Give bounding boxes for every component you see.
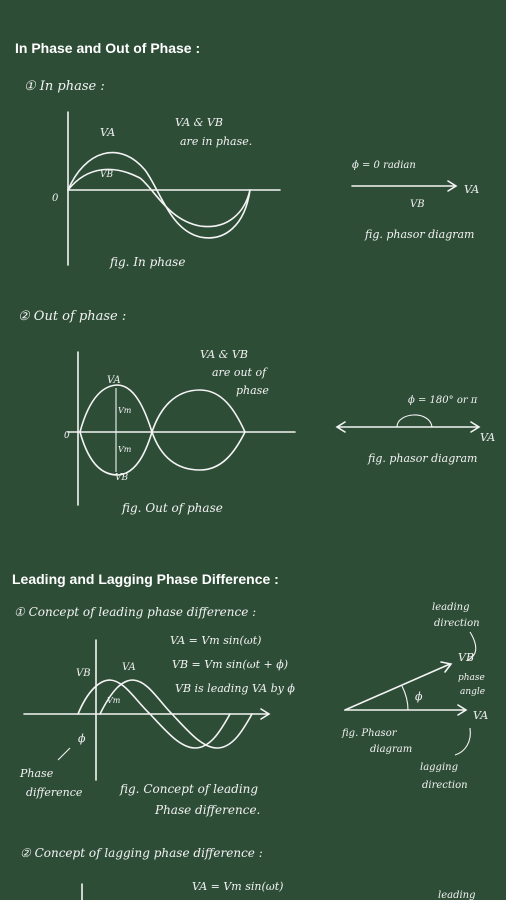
out-phase-wave-va [79,384,246,471]
out-phase-note-3: phase [236,384,269,397]
leading-phi-label: ϕ [78,732,86,745]
leading-eq-1: VA = Vm sin(ωt) [170,634,261,647]
in-phase-origin: 0 [52,193,59,204]
leading-phi-pointer [57,747,71,761]
leading-dir-2: direction [434,618,480,629]
out-phase-vm-bot: Vm [118,445,132,454]
out-phase-phasor-arrows [335,414,481,433]
leading-label: ① Concept of leading phase difference : [14,605,256,619]
out-phase-vec-a: VA [480,431,495,444]
out-phase-va-label: VA [107,375,121,386]
leading-eq-3: VB is leading VA by ϕ [175,682,295,695]
leading-phasor-cap-2: diagram [370,744,412,755]
out-phase-axes [67,351,296,506]
leading-vec-a: VA [473,709,488,722]
in-phase-vec-a: VA [464,183,479,196]
leading-phase-angle-2: angle [460,687,485,697]
leading-eq-2: VB = Vm sin(ωt + ϕ) [172,658,288,671]
in-phase-va-label: VA [100,126,115,139]
leading-caption-2: Phase difference. [154,803,260,817]
out-phase-caption: fig. Out of phase [121,501,223,515]
leading-axes [23,639,271,781]
out-phase-phi-label: ϕ = 180° or π [408,395,478,406]
in-phase-wave-va [67,151,251,239]
leading-dir-arrow [467,631,477,661]
leading-vb-label: VB [76,668,91,679]
in-phase-note-1: VA & VB [175,116,223,129]
in-phase-vb-label: VB [100,170,113,180]
heading-in-out-phase: In Phase and Out of Phase : [15,40,201,56]
lagging-dir-arrow [454,727,471,756]
leading-phase-diff-2: difference [26,786,83,799]
lagging-eq-1: VA = Vm sin(ωt) [192,880,283,893]
out-phase-phasor-caption: fig. phasor diagram [367,452,477,465]
leading-va-label: VA [122,662,136,673]
in-phase-note-2: are in phase. [180,135,252,148]
out-phase-wave-vb [79,389,246,476]
in-phase-caption: fig. In phase [109,255,185,269]
lagging-dir-2: direction [422,780,468,791]
in-phase-phi-label: ϕ = 0 radian [352,160,416,171]
out-phase-vb-label: VB [115,473,128,483]
leading-caption-1: fig. Concept of leading [119,782,258,796]
out-phase-vm-top: Vm [118,406,132,415]
leading-vec-b: VB [458,651,474,664]
in-phase-phasor-caption: fig. phasor diagram [364,228,474,241]
leading-phase-diff-1: Phase [19,767,54,780]
out-phase-origin: 0 [64,431,70,441]
leading-phasor [344,661,468,716]
in-phase-label: ① In phase : [24,79,105,94]
in-phase-phasor-arrow [351,180,458,192]
leading-phasor-cap-1: fig. Phasor [341,728,398,739]
lagging-leading-cut: leading [438,890,476,900]
leading-phase-angle-1: phase [458,673,485,683]
leading-dir-1: leading [432,602,470,613]
out-phase-note-2: are out of [212,366,268,379]
leading-wave-va [99,679,253,749]
heading-leading-lagging: Leading and Lagging Phase Difference : [12,571,279,587]
leading-phasor-phi: ϕ [415,690,423,703]
lagging-dir-1: lagging [420,762,458,773]
leading-wave-vb [77,679,231,749]
lagging-label: ② Concept of lagging phase difference : [20,846,263,860]
out-phase-label: ② Out of phase : [18,309,126,324]
in-phase-wave-vb [67,168,251,228]
leading-vm-label: Vm [107,696,121,705]
out-phase-note-1: VA & VB [200,348,248,361]
in-phase-vec-b: VB [410,199,425,210]
